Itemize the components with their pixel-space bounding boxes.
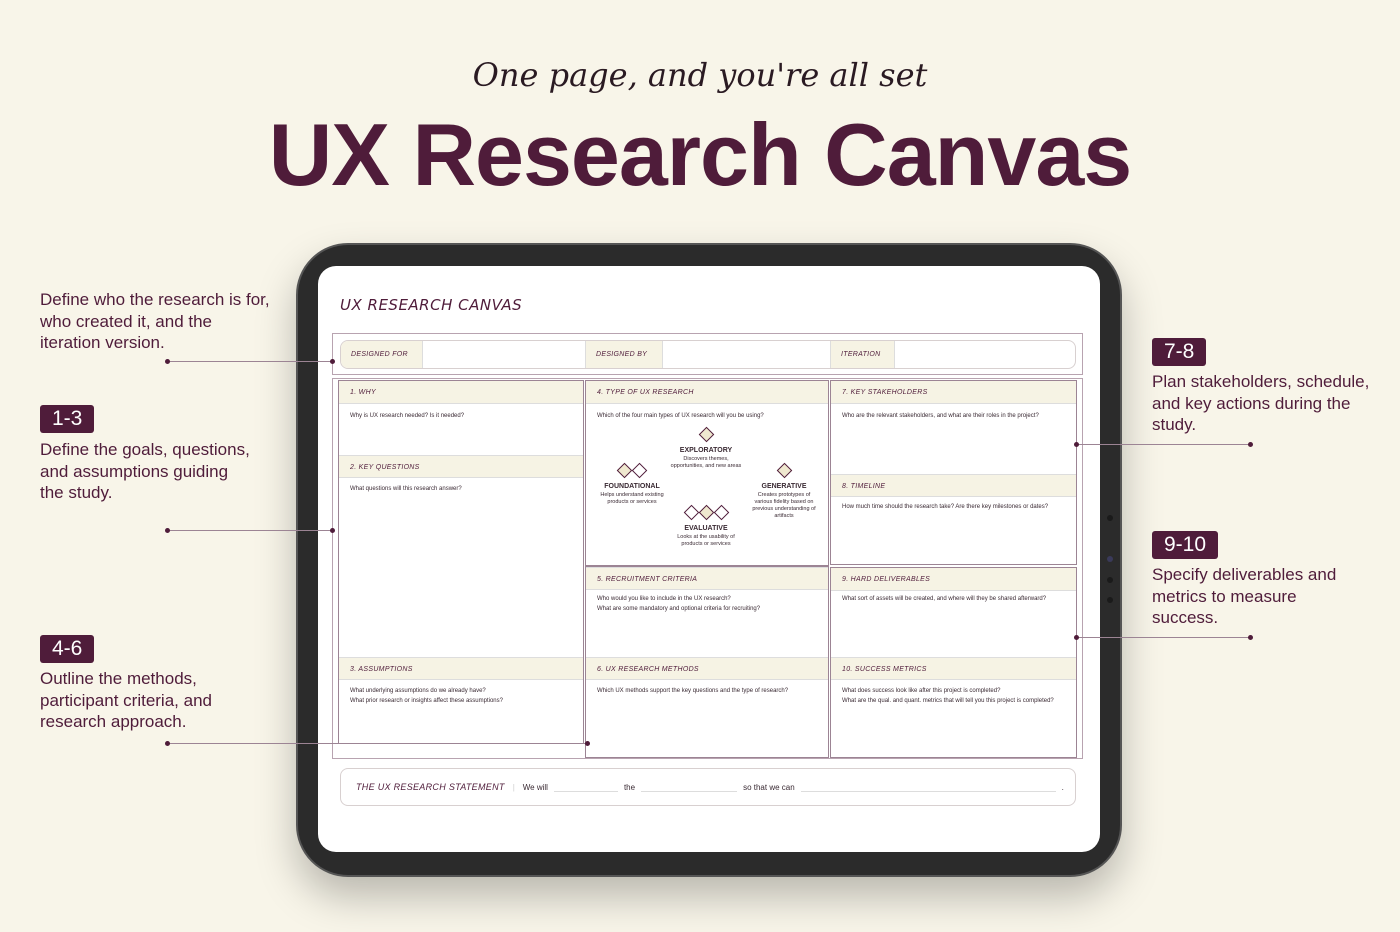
connector-dot (585, 741, 590, 746)
assumptions-question-2: What prior research or insights affect t… (350, 698, 503, 704)
column-right-upper: 7. KEY STAKEHOLDERS Who are the relevant… (830, 380, 1077, 565)
statement-blank-3[interactable] (800, 782, 1056, 792)
grid-frame (332, 378, 1083, 759)
header-frame (332, 333, 1083, 375)
type-desc: Discovers themes, opportunities, and new… (670, 456, 742, 469)
statement-so-that: so that we can (743, 782, 795, 792)
type-section: 4. TYPE OF UX RESEARCH Which of the four… (585, 380, 829, 566)
badge-4-6: 4-6 (40, 635, 95, 663)
diamond-icon (713, 504, 729, 521)
subtitle: One page, and you're all set (472, 56, 928, 94)
why-header: 1. WHY (339, 381, 583, 404)
diamond-icon (698, 504, 714, 521)
type-desc: Helps understand existing products or se… (600, 492, 664, 505)
designed-by-field[interactable] (663, 341, 831, 368)
type-name: EXPLORATORY (679, 447, 733, 454)
deliverables-question: What sort of assets will be created, and… (842, 596, 1047, 602)
tablet-camera-icon (1107, 556, 1113, 562)
connector-line (168, 530, 332, 531)
canvas-header: DESIGNED FOR DESIGNED BY ITERATION (340, 340, 1076, 369)
diamond-icon (683, 504, 699, 521)
canvas-title: UX RESEARCH CANVAS (340, 296, 523, 314)
methods-header: 6. UX RESEARCH METHODS (586, 657, 828, 680)
annotation-9-10: Specify deliverables and metrics to meas… (1152, 565, 1337, 627)
statement-the: the (623, 782, 636, 792)
annotation-4-6: Outline the methods, participant criteri… (40, 669, 212, 731)
type-desc: Looks at the usability of products or se… (677, 534, 735, 547)
tablet-button (1107, 515, 1113, 521)
metrics-header: 10. SUCCESS METRICS (831, 657, 1076, 680)
connector-line (168, 361, 332, 362)
timeline-header: 8. TIMELINE (831, 474, 1076, 497)
type-evaluative[interactable]: EVALUATIVE Looks at the usability of pro… (666, 504, 746, 548)
metrics-question-2: What are the qual. and quant. metrics th… (842, 698, 1054, 704)
assumptions-question-1: What underlying assumptions do we alread… (350, 688, 486, 694)
type-question: Which of the four main types of UX resea… (597, 413, 764, 419)
diamond-icon (616, 462, 633, 479)
diamond-icon (631, 462, 648, 479)
designed-for-label: DESIGNED FOR (341, 341, 423, 368)
connector-dot (165, 359, 170, 364)
connector-dot (330, 528, 335, 533)
page-title: UX Research Canvas (268, 105, 1132, 204)
connector-dot (165, 528, 170, 533)
iteration-field[interactable] (895, 341, 1075, 368)
designed-by-label: DESIGNED BY (586, 341, 663, 368)
column-right-lower: 9. HARD DELIVERABLES What sort of assets… (830, 567, 1077, 758)
connector-dot (1074, 635, 1079, 640)
iteration-label: ITERATION (831, 341, 895, 368)
connector-dot (1074, 442, 1079, 447)
statement-blank-2[interactable] (641, 782, 738, 792)
connector-dot (1248, 442, 1253, 447)
recruitment-question-1: Who would you like to include in the UX … (597, 596, 731, 602)
connector-dot (165, 741, 170, 746)
designed-for-field[interactable] (423, 341, 586, 368)
why-question: Why is UX research needed? Is it needed? (350, 413, 465, 419)
deliverables-header: 9. HARD DELIVERABLES (831, 568, 1076, 591)
statement-we-will: We will (522, 782, 548, 792)
column-middle-lower: 5. RECRUITMENT CRITERIA Who would you li… (585, 566, 829, 758)
connector-line (168, 743, 588, 744)
recruitment-header: 5. RECRUITMENT CRITERIA (586, 567, 828, 590)
tablet-button (1107, 597, 1113, 603)
statement-separator: | (512, 782, 515, 792)
connector-line (1077, 637, 1251, 638)
type-name: GENERATIVE (761, 483, 807, 490)
key-questions-question: What questions will this research answer… (350, 486, 462, 492)
annotation-7-8: Plan stakeholders, schedule, and key act… (1152, 372, 1370, 434)
methods-question: Which UX methods support the key questio… (597, 688, 789, 694)
annotation-1-3: Define the goals, questions, and assumpt… (40, 440, 250, 502)
badge-1-3: 1-3 (40, 405, 95, 433)
statement-blank-1[interactable] (553, 782, 618, 792)
type-exploratory[interactable]: EXPLORATORY Discovers themes, opportunit… (668, 426, 744, 470)
column-left: 1. WHY Why is UX research needed? Is it … (338, 380, 584, 744)
diamond-icon (698, 426, 714, 443)
stakeholders-header: 7. KEY STAKEHOLDERS (831, 381, 1076, 404)
key-questions-header: 2. KEY QUESTIONS (339, 455, 583, 478)
type-desc: Creates prototypes of various fidelity b… (752, 492, 816, 519)
recruitment-question-2: What are some mandatory and optional cri… (597, 606, 761, 612)
annotation-header: Define who the research is for, who crea… (40, 290, 270, 352)
type-foundational[interactable]: FOUNDATIONAL Helps understand existing p… (596, 462, 668, 506)
diamond-icon (776, 462, 792, 479)
badge-7-8: 7-8 (1152, 338, 1207, 366)
assumptions-header: 3. ASSUMPTIONS (339, 657, 583, 680)
connector-line (1077, 444, 1251, 445)
tablet-button (1107, 577, 1113, 583)
timeline-question: How much time should the research take? … (842, 504, 1049, 510)
connector-dot (330, 359, 335, 364)
type-header: 4. TYPE OF UX RESEARCH (586, 381, 828, 404)
type-generative[interactable]: GENERATIVE Creates prototypes of various… (749, 462, 819, 520)
type-name: FOUNDATIONAL (604, 483, 660, 490)
statement-label: THE UX RESEARCH STATEMENT (356, 782, 505, 792)
stakeholders-question: Who are the relevant stakeholders, and w… (842, 413, 1039, 419)
metrics-question-1: What does success look like after this p… (842, 688, 1001, 694)
statement-end: . (1061, 782, 1064, 792)
research-statement: THE UX RESEARCH STATEMENT | We will the … (340, 768, 1076, 806)
connector-dot (1248, 635, 1253, 640)
type-name: EVALUATIVE (684, 525, 728, 532)
badge-9-10: 9-10 (1152, 531, 1219, 559)
